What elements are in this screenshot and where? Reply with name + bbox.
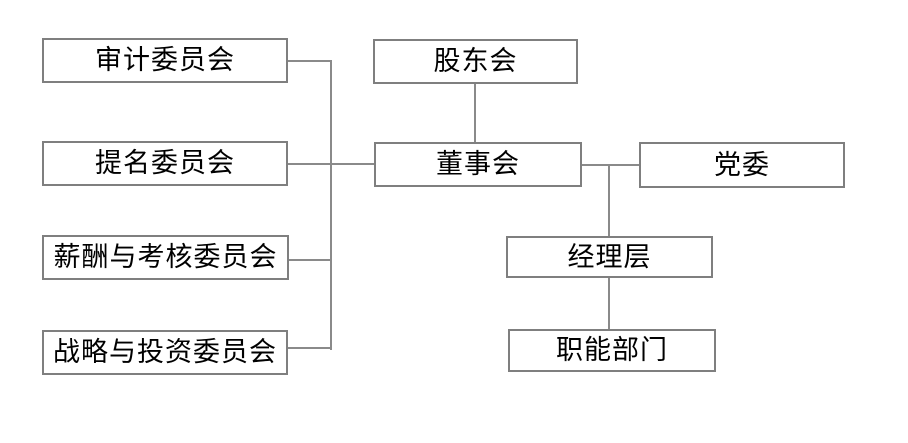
node-strategy-committee: 战略与投资委员会 xyxy=(42,330,288,375)
connector-audit-committee xyxy=(288,60,332,62)
connector-nomination-board xyxy=(288,163,376,165)
node-audit-committee: 审计委员会 xyxy=(42,38,288,83)
connector-board-party xyxy=(582,164,639,166)
connector-shareholders-board xyxy=(474,84,476,142)
connector-board-management xyxy=(608,165,610,236)
connector-management-functional xyxy=(608,278,610,329)
node-shareholders-meeting: 股东会 xyxy=(373,39,578,84)
connector-remuneration-committee xyxy=(289,259,332,261)
connector-committees-spine xyxy=(330,60,332,350)
connector-strategy-committee xyxy=(288,347,332,349)
node-remuneration-committee: 薪酬与考核委员会 xyxy=(42,235,289,280)
node-management-level: 经理层 xyxy=(506,236,713,278)
node-board-of-directors: 董事会 xyxy=(374,142,582,187)
node-nomination-committee: 提名委员会 xyxy=(42,141,288,186)
node-functional-departments: 职能部门 xyxy=(508,329,716,372)
node-party-committee: 党委 xyxy=(639,142,845,188)
